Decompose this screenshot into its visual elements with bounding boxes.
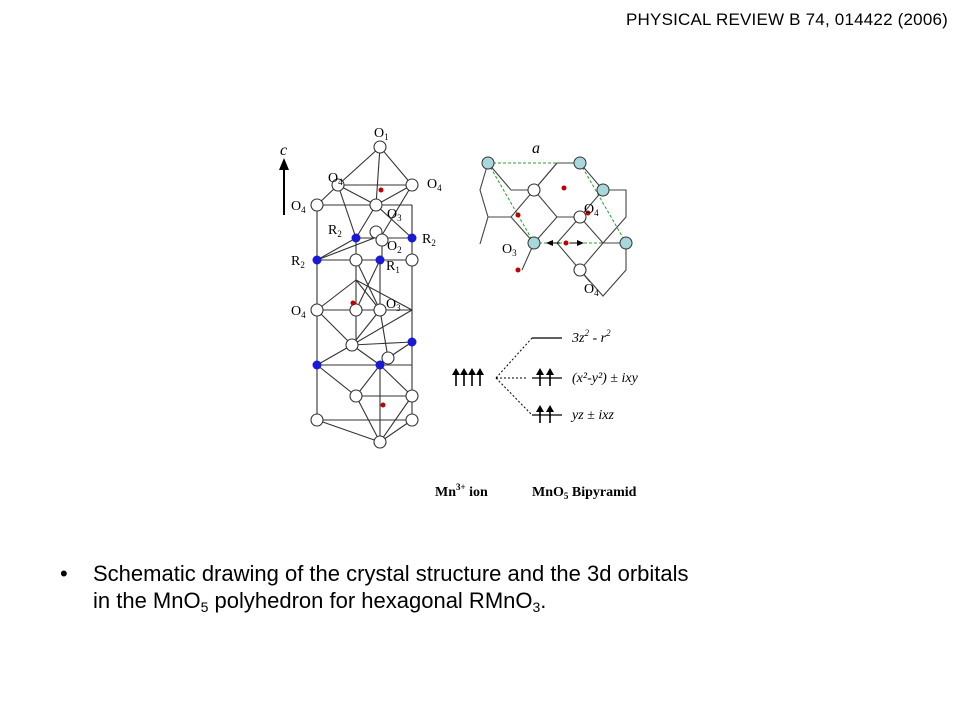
hexagonal-network: a	[479, 140, 633, 298]
citation-header: PHYSICAL REVIEW B 74, 014422 (2006)	[626, 10, 948, 29]
orbital-level-3: yz ± ixz	[570, 408, 614, 423]
mn-ion-spins	[455, 372, 481, 386]
svg-text:O4: O4	[328, 171, 343, 187]
svg-text:O2: O2	[387, 239, 402, 255]
c-axis-label: c	[280, 142, 287, 159]
svg-text:R2: R2	[291, 254, 305, 270]
bullet-marker: •	[60, 561, 68, 586]
svg-text:O3: O3	[387, 207, 402, 223]
bullet-text: Schematic drawing of the crystal structu…	[93, 560, 940, 614]
bullet-line-1: Schematic drawing of the crystal structu…	[93, 561, 689, 586]
svg-text:O4: O4	[291, 199, 306, 215]
svg-text:O1: O1	[374, 126, 389, 142]
bipyramid-caption: MnO5 Bipyramid	[532, 485, 637, 501]
svg-text:O4: O4	[584, 202, 599, 218]
svg-text:R2: R2	[328, 223, 342, 239]
svg-text:R2: R2	[422, 232, 436, 248]
bullet-point: • Schematic drawing of the crystal struc…	[60, 560, 940, 614]
figure-captions: Mn3+ ion MnO5 Bipyramid	[435, 482, 637, 501]
orbital-level-2: (x²-y²) ± ixy	[572, 371, 639, 386]
crystal-structure-figure: c	[279, 126, 639, 501]
mn-atoms	[350, 187, 386, 408]
svg-text:O4: O4	[291, 304, 306, 320]
svg-text:O3: O3	[386, 297, 401, 313]
oxygen-atoms-left	[310, 140, 419, 449]
orbital-diagram: 3z2 - r2 (x²-y²) ± ixy yz ± ixz	[452, 328, 639, 423]
bullet-line-2: in the MnO5 polyhedron for hexagonal RMn…	[93, 588, 547, 615]
svg-text:O3: O3	[502, 242, 517, 258]
labels-left: O1 O4 O4 O4 O3 R2 O2 R2 R2 R1 O4 O3	[291, 126, 442, 320]
crystal-column	[316, 146, 413, 443]
r-atoms	[312, 233, 417, 370]
a-axis-label: a	[532, 140, 540, 157]
svg-text:R1: R1	[386, 259, 400, 275]
orbital-level-1: 3z2 - r2	[571, 328, 611, 346]
svg-text:O4: O4	[584, 282, 599, 298]
c-axis: c	[279, 142, 289, 215]
svg-text:O4: O4	[427, 177, 442, 193]
mn-ion-caption: Mn3+ ion	[435, 482, 488, 500]
